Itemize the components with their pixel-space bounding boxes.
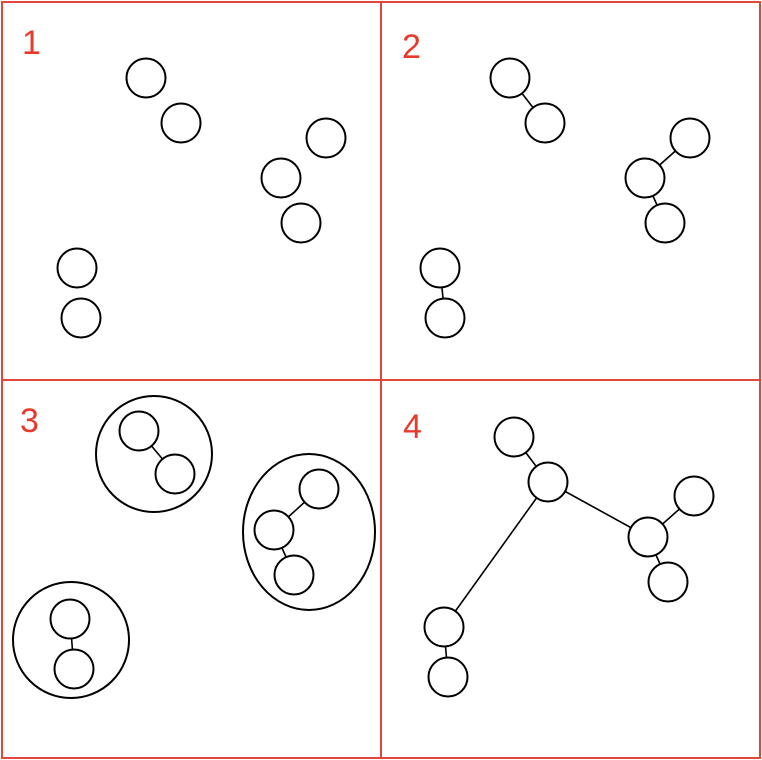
panel-1-label: 1 xyxy=(22,24,41,62)
panel-4 xyxy=(423,416,715,698)
node xyxy=(154,453,196,495)
node xyxy=(60,297,102,339)
node xyxy=(260,157,302,199)
node xyxy=(49,598,91,640)
node xyxy=(423,606,465,648)
node xyxy=(53,648,95,690)
cluster-boundary xyxy=(95,395,213,513)
panel-1 xyxy=(56,57,347,339)
node xyxy=(56,247,98,289)
node xyxy=(524,102,566,144)
node xyxy=(118,410,160,452)
node xyxy=(280,202,322,244)
node xyxy=(160,102,202,144)
panel-3 xyxy=(12,395,376,699)
cluster-boundary xyxy=(242,453,376,611)
node xyxy=(424,297,466,339)
node xyxy=(273,554,315,596)
node xyxy=(125,57,167,99)
node xyxy=(419,247,461,289)
panel-2 xyxy=(419,57,711,339)
node xyxy=(673,475,715,517)
node xyxy=(305,117,347,159)
edge xyxy=(443,481,549,628)
node xyxy=(427,656,469,698)
node xyxy=(527,461,569,503)
node xyxy=(627,516,669,558)
cluster-boundary xyxy=(12,581,130,699)
node xyxy=(493,416,535,458)
node xyxy=(669,117,711,159)
node xyxy=(253,509,295,551)
node xyxy=(298,468,340,510)
panel-4-label: 4 xyxy=(403,408,422,446)
node xyxy=(647,561,689,603)
node xyxy=(489,57,531,99)
panel-3-label: 3 xyxy=(20,402,39,440)
node xyxy=(624,157,666,199)
panel-2-label: 2 xyxy=(402,28,421,66)
node xyxy=(644,202,686,244)
